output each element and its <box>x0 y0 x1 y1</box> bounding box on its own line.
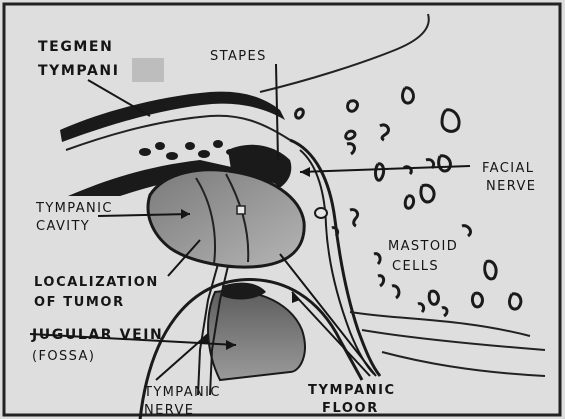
tegmen-label: TEGMEN <box>38 40 113 54</box>
label-patch <box>132 58 164 82</box>
facial-nerve-label: NERVE <box>486 180 536 193</box>
cells-label: CELLS <box>392 260 439 273</box>
tympanic-cavity-label-1: TYMPANIC <box>36 202 113 215</box>
mastoid-air-cells <box>296 88 521 316</box>
jugular-vein-label: JUGULAR VEIN <box>32 328 163 342</box>
skull-outline <box>260 14 429 92</box>
tympanic-floor-label-2: FLOOR <box>322 402 379 415</box>
facial-nerve-dot <box>315 208 327 218</box>
tegmen-cells <box>139 140 234 160</box>
tympanic-floor-label-1: TYMPANIC <box>308 384 396 397</box>
cavity-window <box>237 206 245 214</box>
fossa-curve-3 <box>382 352 545 376</box>
mastoid-label: MASTOID <box>388 240 458 253</box>
tympanic-nerve-label-2: NERVE <box>144 404 194 417</box>
facial-label: FACIAL <box>482 162 534 175</box>
localization-label: LOCALIZATION <box>34 276 159 289</box>
tympanic-nerve-label-1: TYMPANIC <box>144 386 221 399</box>
jugular-bulb <box>208 291 305 380</box>
tympanic-cavity-label-2: CAVITY <box>36 220 90 233</box>
tegmen-plate <box>60 92 285 142</box>
stapes-label: STAPES <box>210 50 267 63</box>
of-tumor-label: OF TUMOR <box>34 296 125 309</box>
fossa-label: (FOSSA) <box>32 350 95 363</box>
tympani-label: TYMPANI <box>38 64 120 78</box>
